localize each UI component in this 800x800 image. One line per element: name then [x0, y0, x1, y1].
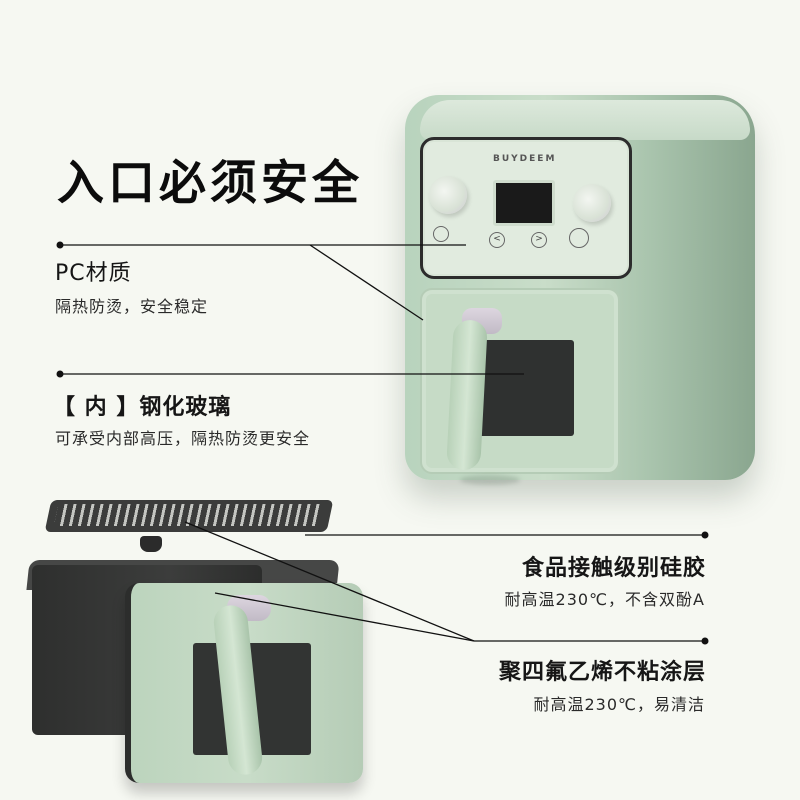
feature-coating-subtitle: 耐高温230℃，易清洁 — [533, 695, 705, 714]
grill-rack — [44, 500, 334, 532]
callout-dot-coating — [701, 637, 709, 645]
control-panel: BUYDEEM < > — [420, 137, 632, 279]
brand-logo: BUYDEEM — [493, 154, 557, 164]
temperature-knob — [429, 176, 467, 214]
feature-coating-title: 聚四氟乙烯不粘涂层 — [498, 660, 706, 685]
feature-pc-title: PC材质 — [55, 261, 132, 286]
digital-display — [493, 180, 555, 226]
preheat-button-icon — [433, 226, 449, 242]
time-knob — [573, 184, 611, 222]
feature-silicone-subtitle: 耐高温230℃，不含双酚A — [504, 590, 705, 609]
prev-button-icon: < — [489, 232, 505, 248]
callout-dot-glass — [56, 370, 64, 378]
rack-grid — [53, 504, 325, 526]
page-headline: 入口必须安全 — [57, 156, 363, 211]
callout-dot-silicone — [701, 531, 709, 539]
air-fryer-top — [420, 100, 750, 140]
fryer-drawer — [420, 288, 620, 474]
rack-foot — [140, 536, 162, 552]
next-button-icon: > — [531, 232, 547, 248]
feature-glass-title: 【 内 】钢化玻璃 — [53, 395, 232, 420]
drawer-handle — [446, 319, 488, 471]
feature-glass-subtitle: 可承受内部高压，隔热防烫更安全 — [55, 429, 311, 448]
feature-silicone-title: 食品接触级别硅胶 — [521, 556, 706, 581]
callout-dot-pc — [56, 241, 64, 249]
fryer-shadow — [460, 475, 520, 485]
power-button-icon — [569, 228, 589, 248]
basket-front-panel — [125, 583, 363, 783]
feature-pc-subtitle: 隔热防烫，安全稳定 — [55, 297, 209, 316]
